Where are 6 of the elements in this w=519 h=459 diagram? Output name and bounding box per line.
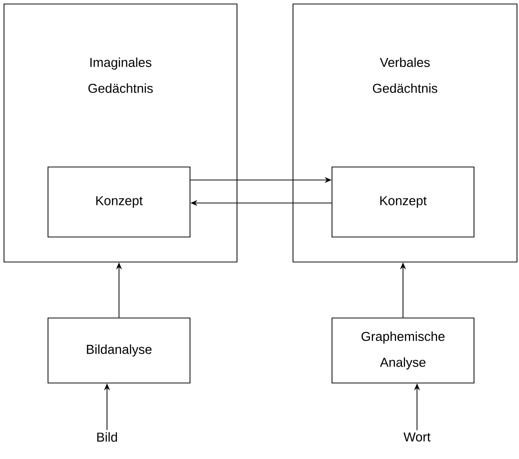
input-label: Wort bbox=[404, 432, 430, 442]
concept-box: Konzept bbox=[332, 166, 474, 238]
input-label: Bild bbox=[97, 432, 117, 442]
concept-box: Konzept bbox=[48, 166, 190, 238]
process-box: Bildanalyse bbox=[48, 318, 190, 384]
process-box: Graphemische Analyse bbox=[332, 318, 474, 384]
